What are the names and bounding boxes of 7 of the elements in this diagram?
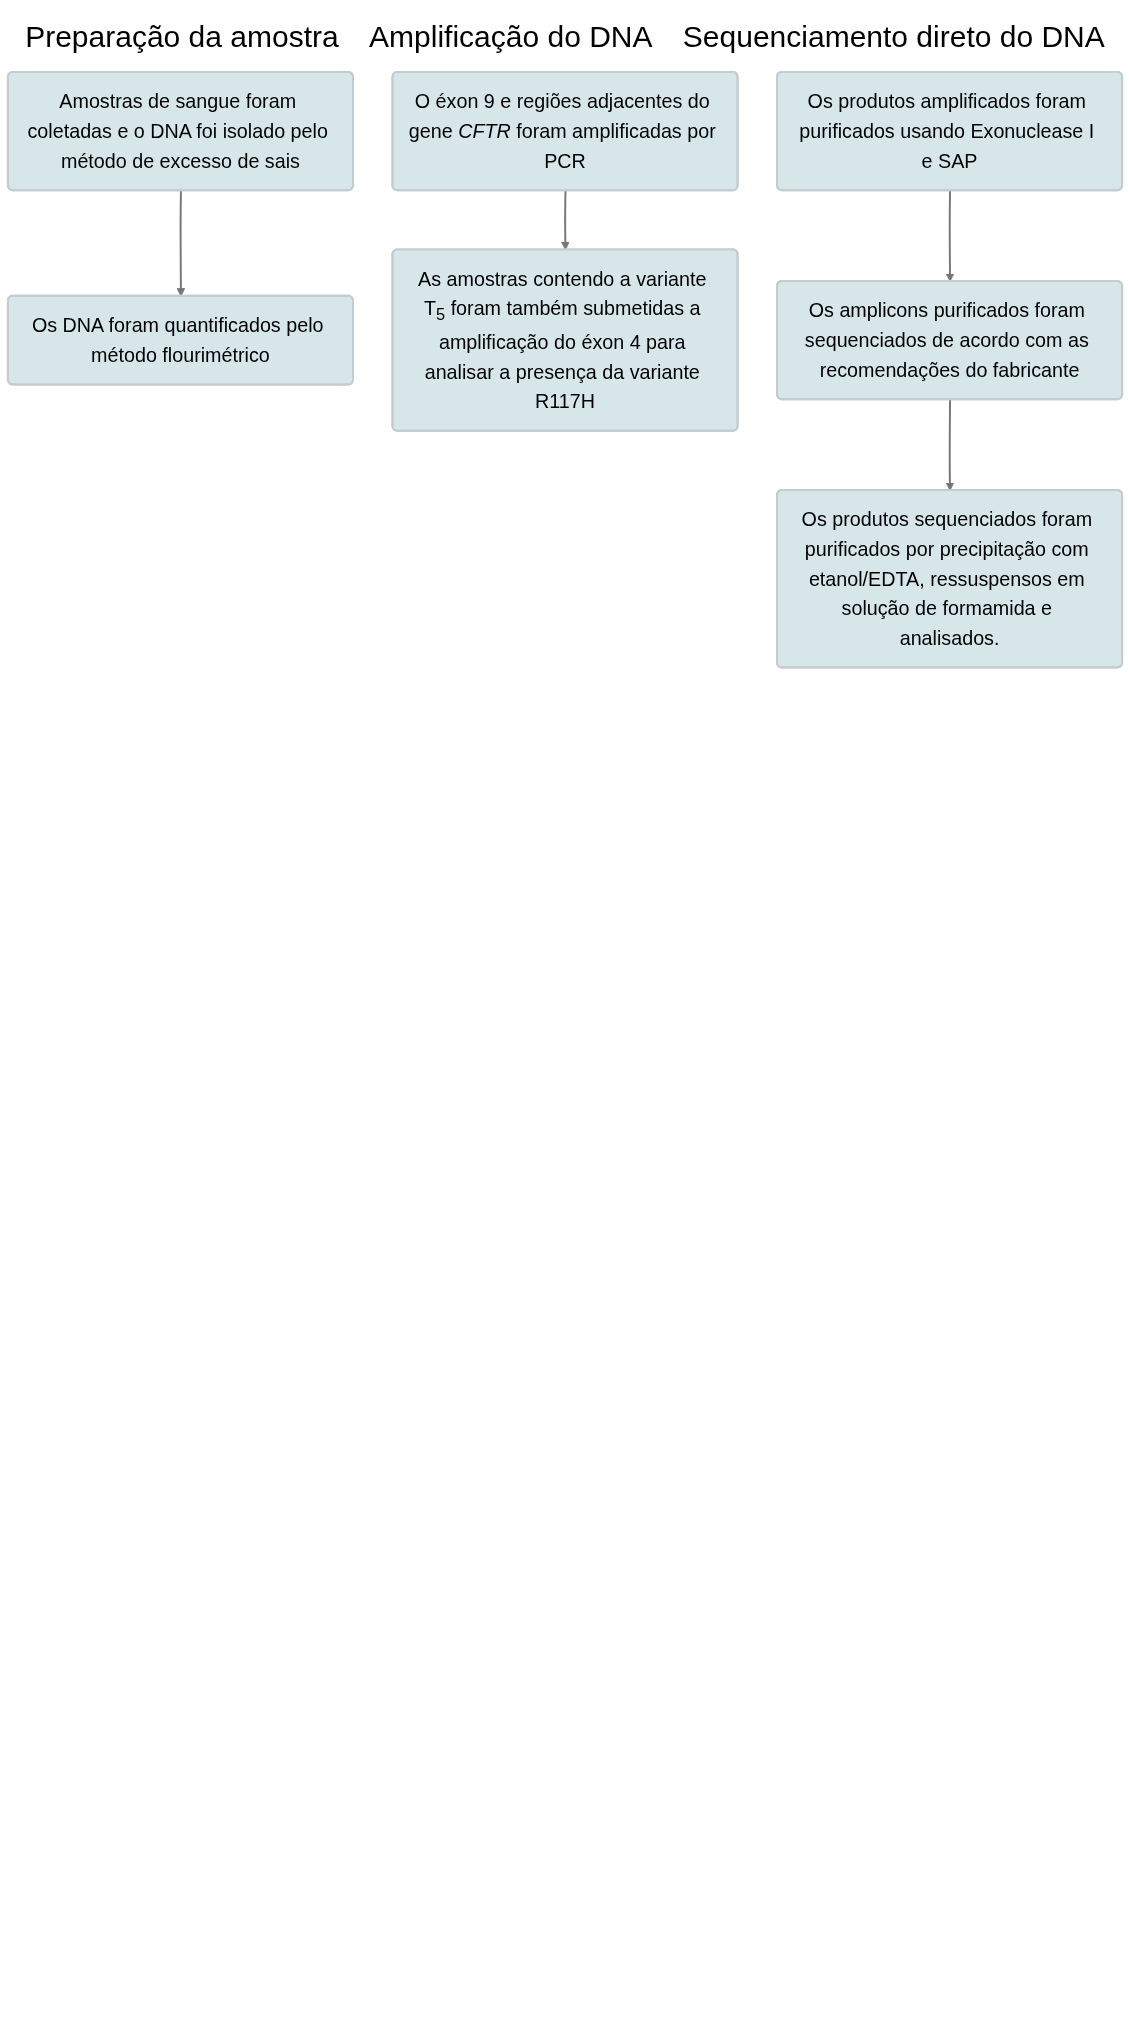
arrow: [561, 189, 570, 251]
arrow: [945, 398, 955, 491]
arrow: [945, 189, 955, 282]
arrow: [176, 189, 186, 297]
section-heading: Sequenciamento direto do DNA: [682, 20, 1105, 54]
section-heading: Preparação da amostra: [25, 20, 339, 54]
section-heading: Amplificação do DNA: [369, 20, 653, 54]
